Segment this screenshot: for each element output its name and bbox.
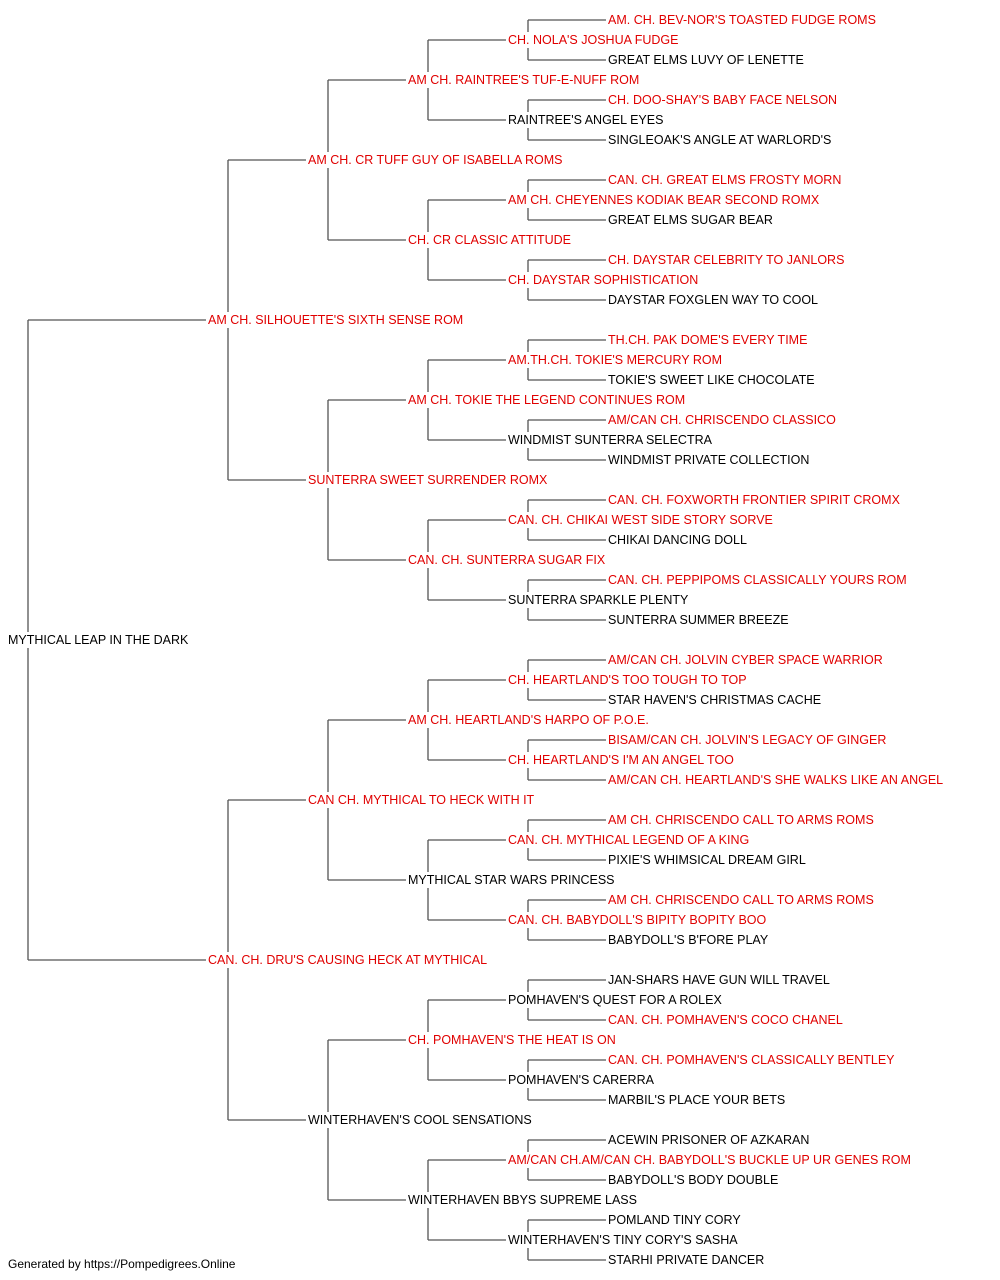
gen5-sire-name: BISAM/CAN CH. JOLVIN'S LEGACY OF GINGER — [608, 733, 886, 747]
gen3-dam-name: CH. CR CLASSIC ATTITUDE — [408, 233, 571, 247]
gen4-dam-name: WINTERHAVEN'S TINY CORY'S SASHA — [508, 1233, 738, 1247]
gen5-dam-name: TOKIE'S SWEET LIKE CHOCOLATE — [608, 373, 815, 387]
gen5-sire-name: CAN. CH. FOXWORTH FRONTIER SPIRIT CROMX — [608, 493, 901, 507]
gen5-dam-name: CHIKAI DANCING DOLL — [608, 533, 747, 547]
gen3-dam-name: WINTERHAVEN BBYS SUPREME LASS — [408, 1193, 637, 1207]
gen4-sire-name: CAN. CH. CHIKAI WEST SIDE STORY SORVE — [508, 513, 773, 527]
gen4-dam-name: POMHAVEN'S CARERRA — [508, 1073, 655, 1087]
gen5-sire-name: AM. CH. BEV-NOR'S TOASTED FUDGE ROMS — [608, 13, 876, 27]
gen5-dam-name: WINDMIST PRIVATE COLLECTION — [608, 453, 809, 467]
gen5-sire-name: CAN. CH. GREAT ELMS FROSTY MORN — [608, 173, 841, 187]
gen5-sire-name: CH. DOO-SHAY'S BABY FACE NELSON — [608, 93, 837, 107]
gen3-dam-name: CAN. CH. SUNTERRA SUGAR FIX — [408, 553, 606, 567]
gen5-sire-name: AM/CAN CH. JOLVIN CYBER SPACE WARRIOR — [608, 653, 883, 667]
gen5-dam-name: MARBIL'S PLACE YOUR BETS — [608, 1093, 785, 1107]
gen5-sire-name: CAN. CH. POMHAVEN'S CLASSICALLY BENTLEY — [608, 1053, 895, 1067]
gen5-sire-name: AM CH. CHRISCENDO CALL TO ARMS ROMS — [608, 893, 874, 907]
gen3-sire-name: AM CH. RAINTREE'S TUF-E-NUFF ROM — [408, 73, 639, 87]
gen5-dam-name: AM/CAN CH. HEARTLAND'S SHE WALKS LIKE AN… — [608, 773, 943, 787]
gen5-dam-name: CAN. CH. POMHAVEN'S COCO CHANEL — [608, 1013, 843, 1027]
gen2-sire-name: AM CH. CR TUFF GUY OF ISABELLA ROMS — [308, 153, 562, 167]
gen1-dam-name: CAN. CH. DRU'S CAUSING HECK AT MYTHICAL — [208, 953, 487, 967]
subject-dog-name: MYTHICAL LEAP IN THE DARK — [8, 633, 189, 647]
gen5-sire-name: TH.CH. PAK DOME'S EVERY TIME — [608, 333, 807, 347]
gen5-sire-name: POMLAND TINY CORY — [608, 1213, 741, 1227]
gen4-dam-name: RAINTREE'S ANGEL EYES — [508, 113, 663, 127]
gen4-sire-name: CH. NOLA'S JOSHUA FUDGE — [508, 33, 678, 47]
gen4-sire-name: AM CH. CHEYENNES KODIAK BEAR SECOND ROMX — [508, 193, 820, 207]
gen3-dam-name: MYTHICAL STAR WARS PRINCESS — [408, 873, 615, 887]
gen2-dam-name: SUNTERRA SWEET SURRENDER ROMX — [308, 473, 548, 487]
gen4-sire-name: CAN. CH. MYTHICAL LEGEND OF A KING — [508, 833, 749, 847]
gen5-sire-name: JAN-SHARS HAVE GUN WILL TRAVEL — [608, 973, 830, 987]
gen5-dam-name: GREAT ELMS LUVY OF LENETTE — [608, 53, 804, 67]
gen5-dam-name: SUNTERRA SUMMER BREEZE — [608, 613, 789, 627]
gen4-sire-name: CH. HEARTLAND'S TOO TOUGH TO TOP — [508, 673, 747, 687]
gen3-sire-name: AM CH. TOKIE THE LEGEND CONTINUES ROM — [408, 393, 685, 407]
gen2-dam-name: WINTERHAVEN'S COOL SENSATIONS — [308, 1113, 532, 1127]
gen4-dam-name: CAN. CH. BABYDOLL'S BIPITY BOPITY BOO — [508, 913, 767, 927]
footer-credit: Generated by https://Pompedigrees.Online — [8, 1257, 236, 1271]
gen5-dam-name: BABYDOLL'S BODY DOUBLE — [608, 1173, 778, 1187]
gen4-dam-name: SUNTERRA SPARKLE PLENTY — [508, 593, 689, 607]
gen5-sire-name: CAN. CH. PEPPIPOMS CLASSICALLY YOURS ROM — [608, 573, 907, 587]
gen5-dam-name: GREAT ELMS SUGAR BEAR — [608, 213, 773, 227]
gen3-sire-name: AM CH. HEARTLAND'S HARPO OF P.O.E. — [408, 713, 649, 727]
gen1-sire-name: AM CH. SILHOUETTE'S SIXTH SENSE ROM — [208, 313, 463, 327]
gen5-dam-name: BABYDOLL'S B'FORE PLAY — [608, 933, 769, 947]
gen4-dam-name: CH. HEARTLAND'S I'M AN ANGEL TOO — [508, 753, 734, 767]
gen5-dam-name: DAYSTAR FOXGLEN WAY TO COOL — [608, 293, 818, 307]
gen4-dam-name: CH. DAYSTAR SOPHISTICATION — [508, 273, 698, 287]
gen5-dam-name: PIXIE'S WHIMSICAL DREAM GIRL — [608, 853, 806, 867]
gen5-sire-name: CH. DAYSTAR CELEBRITY TO JANLORS — [608, 253, 844, 267]
gen5-dam-name: STARHI PRIVATE DANCER — [608, 1253, 764, 1267]
gen5-dam-name: SINGLEOAK'S ANGLE AT WARLORD'S — [608, 133, 831, 147]
gen4-sire-name: AM/CAN CH.AM/CAN CH. BABYDOLL'S BUCKLE U… — [508, 1153, 911, 1167]
gen4-sire-name: AM.TH.CH. TOKIE'S MERCURY ROM — [508, 353, 722, 367]
gen4-sire-name: POMHAVEN'S QUEST FOR A ROLEX — [508, 993, 722, 1007]
gen5-sire-name: AM/CAN CH. CHRISCENDO CLASSICO — [608, 413, 836, 427]
gen5-sire-name: ACEWIN PRISONER OF AZKARAN — [608, 1133, 809, 1147]
gen3-sire-name: CH. POMHAVEN'S THE HEAT IS ON — [408, 1033, 616, 1047]
gen5-sire-name: AM CH. CHRISCENDO CALL TO ARMS ROMS — [608, 813, 874, 827]
gen5-dam-name: STAR HAVEN'S CHRISTMAS CACHE — [608, 693, 821, 707]
gen4-dam-name: WINDMIST SUNTERRA SELECTRA — [508, 433, 713, 447]
gen2-sire-name: CAN CH. MYTHICAL TO HECK WITH IT — [308, 793, 535, 807]
